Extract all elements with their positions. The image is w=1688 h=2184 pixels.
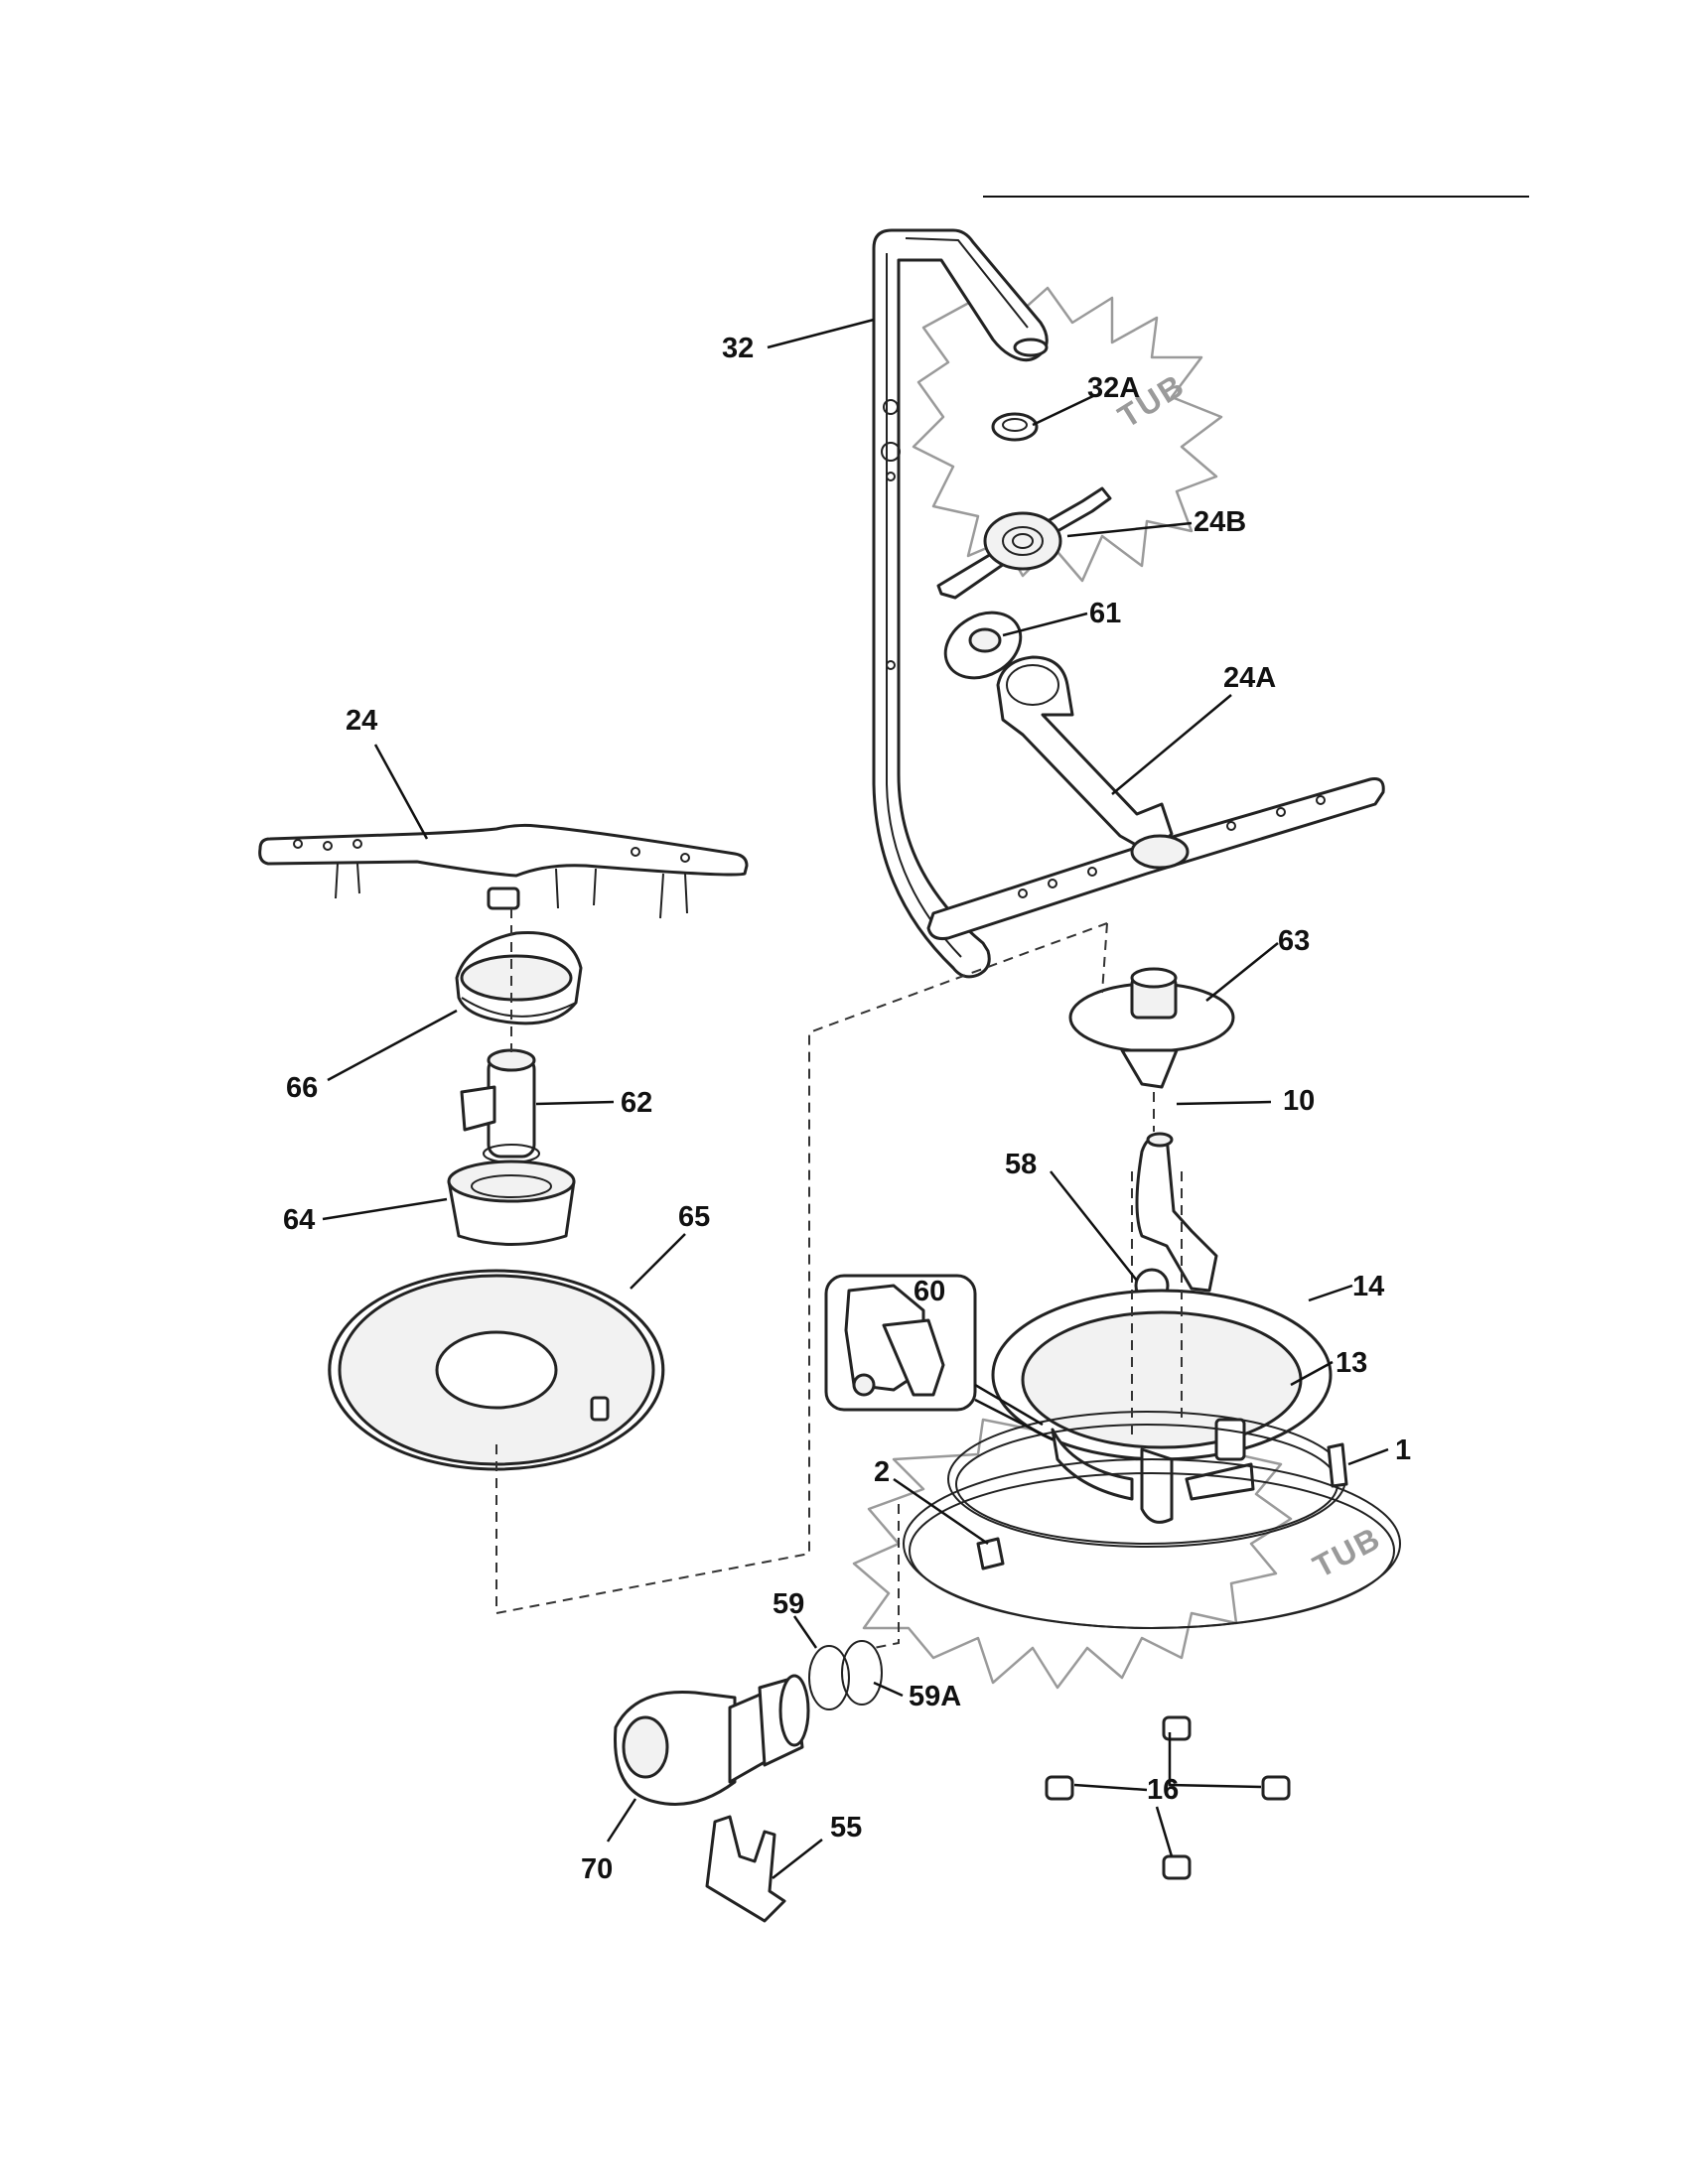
callout-24a: 24A	[1223, 662, 1276, 694]
callout-59: 59	[773, 1588, 804, 1620]
filter-tube	[460, 1048, 540, 1163]
callout-58: 58	[1005, 1149, 1037, 1180]
callout-65: 65	[678, 1201, 710, 1233]
callout-59a: 59A	[909, 1681, 961, 1712]
drain-valve-housing	[1135, 1132, 1218, 1293]
callout-2: 2	[874, 1456, 890, 1488]
callout-1: 1	[1395, 1434, 1411, 1466]
lower-spray-arm-right	[926, 777, 1385, 940]
callout-24: 24	[346, 705, 377, 737]
pump-cap	[1068, 967, 1235, 1089]
motor-pump	[614, 1674, 810, 1806]
callout-32: 32	[722, 333, 754, 364]
callout-61: 61	[1089, 598, 1121, 629]
callout-16: 16	[1147, 1774, 1179, 1806]
callout-64: 64	[283, 1204, 315, 1236]
supply-tube	[872, 228, 1049, 979]
callout-14: 14	[1352, 1271, 1384, 1302]
upper-spray-arm	[936, 486, 1112, 600]
callout-66: 66	[286, 1072, 318, 1104]
pump-o-rings	[808, 1640, 883, 1710]
callout-55: 55	[830, 1812, 862, 1843]
sump-assembly	[991, 1289, 1333, 1524]
callout-leaders	[322, 318, 1389, 1879]
tub-text-lower: TUB	[1307, 1520, 1386, 1584]
callout-63: 63	[1278, 925, 1310, 957]
callout-60: 60	[914, 1276, 945, 1307]
callout-13: 13	[1336, 1347, 1367, 1379]
lower-spray-arm-left	[258, 823, 749, 919]
callout-70: 70	[581, 1853, 613, 1885]
callout-labels: 32 32A 24B 61 24A 24 63 66 62 10 58 64 6…	[283, 333, 1411, 1885]
callout-24b: 24B	[1194, 506, 1246, 538]
callout-10: 10	[1283, 1085, 1315, 1117]
alignment-lines	[495, 908, 1183, 1649]
fine-filter-screen	[328, 1269, 665, 1471]
bearing-disc	[943, 611, 1023, 680]
tube-seal	[991, 412, 1039, 442]
conduit-manifold	[996, 655, 1174, 856]
sensor-inset	[824, 1274, 1054, 1441]
fine-filter-cap	[455, 930, 583, 1025]
tub-outline-upper: TUB	[912, 286, 1223, 583]
callout-62: 62	[621, 1087, 652, 1119]
callout-32a: 32A	[1087, 372, 1140, 404]
sump-clamp-ring	[903, 1442, 1401, 1629]
coarse-filter	[447, 1160, 576, 1246]
motor-bracket	[705, 1815, 786, 1923]
